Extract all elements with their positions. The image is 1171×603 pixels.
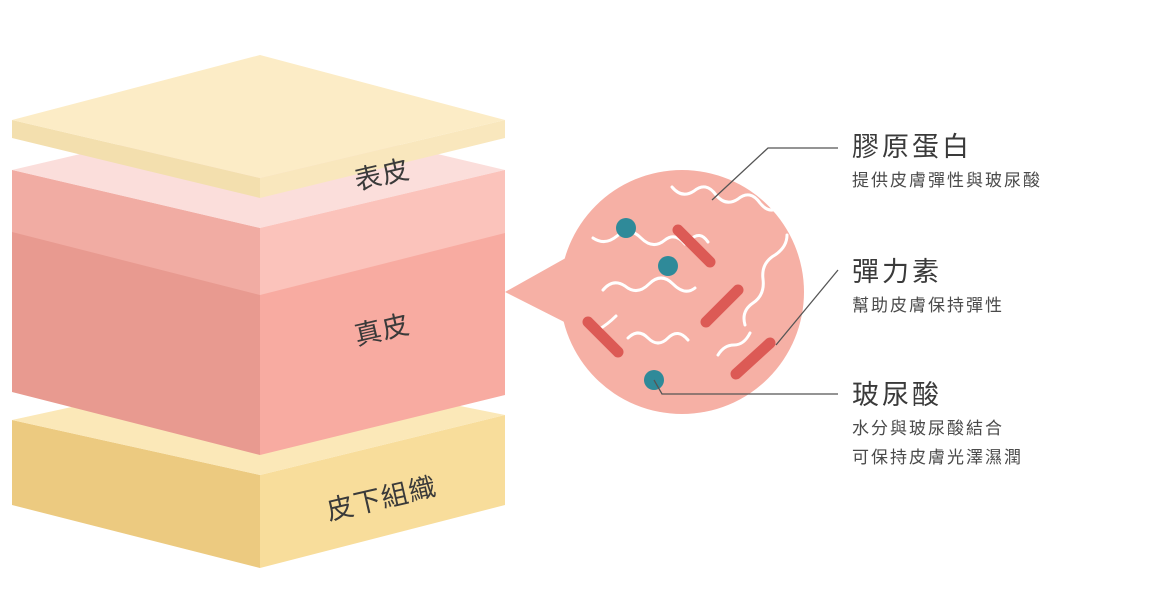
annotation-hyaluronic: 玻尿酸 水分與玻尿酸結合 可保持皮膚光澤濕潤 [852,379,1023,472]
annotation-title: 玻尿酸 [852,380,942,411]
annotation-desc: 提供皮膚彈性與玻尿酸 [852,171,1042,191]
annotation-elastin: 彈力素 幫助皮膚保持彈性 [852,256,1004,320]
annotation-desc: 可保持皮膚光澤濕潤 [852,448,1023,468]
collagen-bars [582,224,776,380]
annotation-collagen: 膠原蛋白 提供皮膚彈性與玻尿酸 [852,131,1042,195]
annotation-desc: 幫助皮膚保持彈性 [852,296,1004,316]
epidermis-block [12,55,505,198]
connector-lines [653,147,839,395]
annotation-title: 膠原蛋白 [852,132,972,163]
annotation-desc: 水分與玻尿酸結合 [852,419,1004,439]
annotation-title: 彈力素 [852,257,942,288]
